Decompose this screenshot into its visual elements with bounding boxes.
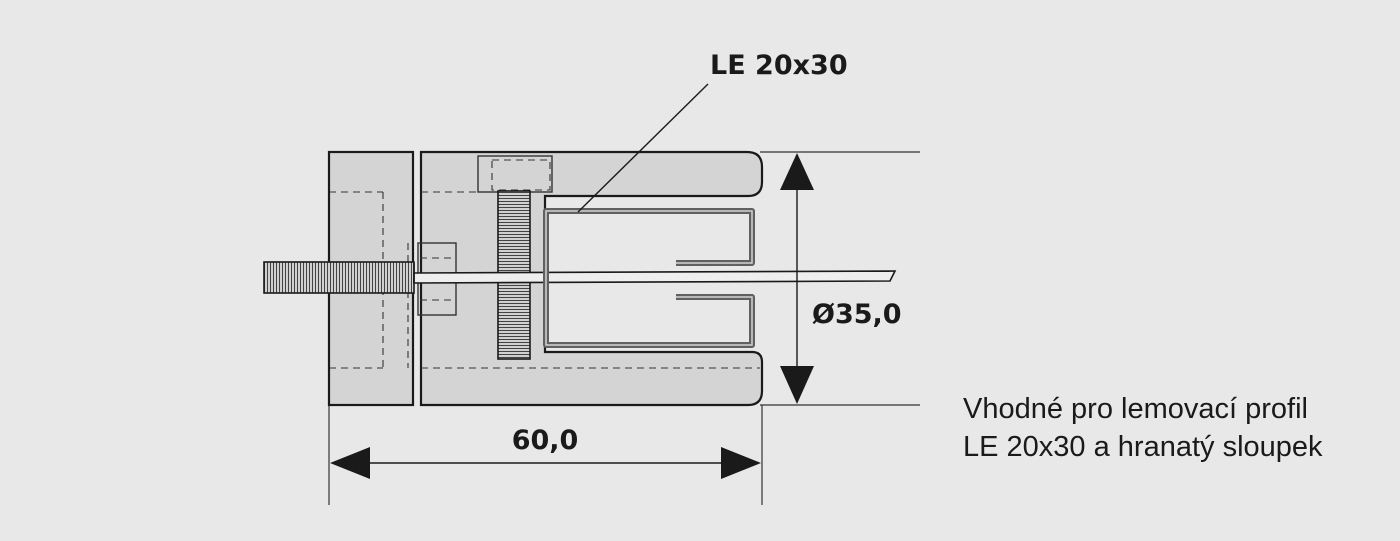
- arrow-left-icon: [330, 447, 370, 479]
- width-label: 60,0: [512, 425, 579, 456]
- arrow-up-icon: [780, 153, 814, 190]
- description-line-1: Vhodné pro lemovací profil: [963, 393, 1308, 425]
- description-line-2: LE 20x30 a hranatý sloupek: [963, 431, 1323, 463]
- width-dimension: [330, 447, 761, 479]
- horizontal-threaded-rod: [263, 261, 415, 294]
- profile-leader-line: [577, 83, 709, 213]
- profile-label: LE 20x30: [710, 50, 848, 81]
- glass-panel: [413, 263, 897, 284]
- arrow-right-icon: [721, 447, 761, 479]
- diameter-dimension: [780, 153, 814, 404]
- le-profile-inner: [545, 210, 753, 346]
- extension-lines: [328, 151, 920, 505]
- description-text: Vhodné pro lemovací profil LE 20x30 a hr…: [963, 390, 1323, 466]
- diameter-label: Ø35,0: [812, 299, 902, 330]
- arrow-down-icon: [780, 366, 814, 404]
